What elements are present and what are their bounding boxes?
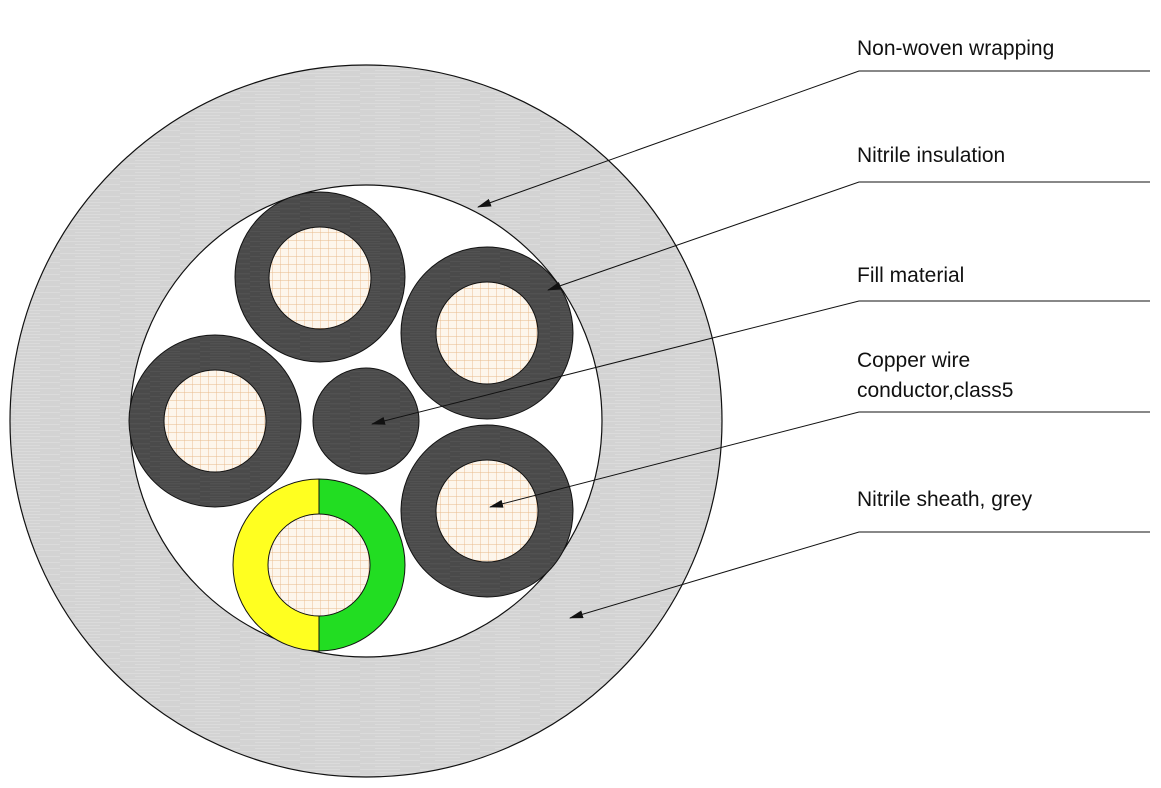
insulated-core [234,191,406,363]
leader-wrapping [477,70,1150,208]
label-nitrile-sheath: Nitrile sheath, grey [857,488,1033,511]
fill-material-core [312,367,420,475]
label-nitrile-insulation: Nitrile insulation [857,144,1006,167]
copper-conductor [163,369,267,473]
copper-conductor [268,226,372,330]
label-non-woven-wrapping: Non-woven wrapping [857,37,1055,60]
label-conductor-class: conductor,class5 [857,379,1014,402]
leader-fill [371,300,1150,425]
copper-conductor [435,459,539,563]
insulated-core [400,424,574,598]
insulated-core [128,334,302,508]
leader-conductor [489,411,1150,508]
label-copper-wire: Copper wire [857,349,971,372]
earth-core [232,478,406,652]
leader-sheath [569,531,1150,619]
label-fill-material: Fill material [857,264,965,287]
insulated-core [400,246,574,420]
copper-conductor [267,513,371,617]
leader-lines [371,70,1150,619]
copper-conductor [435,281,539,385]
leader-insulation [547,181,1150,291]
